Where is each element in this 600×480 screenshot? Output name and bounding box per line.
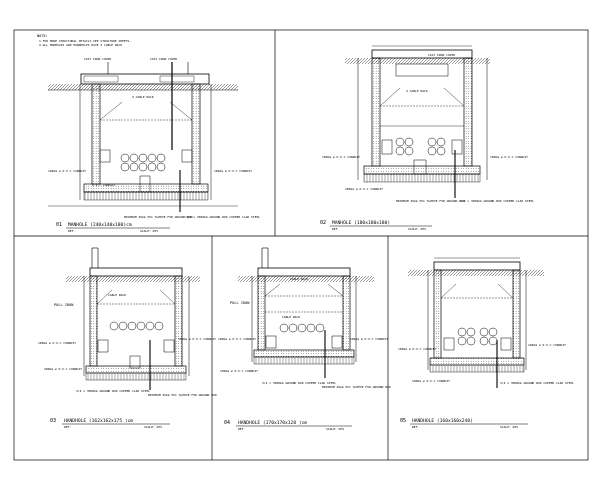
p2-pvc-conduit-label: 200mm ø P.V.C CONDUIT	[345, 187, 383, 191]
p4-pvc-conduit-label: 100mm ø P.V.C CONDUIT	[220, 369, 258, 373]
p2-conduit-left-label: 100mm ø P.V.C CONDUIT	[322, 155, 360, 159]
p4-ref: REF.	[238, 427, 245, 431]
p5-detail-number: 05	[400, 418, 406, 424]
panel-02-manhole-detail: CAST IRON COVER 4 CABLE RACK 100mm ø P.V…	[320, 45, 534, 231]
p3-detail-title: HANDHOLE (162x162x175 )cm	[64, 418, 133, 424]
p5-detail-title: HANDHOLE (160x160x240)	[412, 418, 473, 424]
p4-rod-label: 3/4 x 3000mm GROUND ROD COPPER CLAD STEE…	[262, 381, 336, 385]
p4-conduit-right-label: 100mm ø P.V.C CONDUIT	[350, 337, 388, 341]
p5-scale: SCALE: NTS	[500, 425, 518, 429]
p5-rod-label: 3/4 x 3000mm GROUND ROD COPPER CLAD STEE…	[500, 381, 574, 385]
p2-scale: SCALE: NTS	[408, 227, 426, 231]
p1-pvc-conduit-label: P.V.C CONDUIT	[92, 183, 116, 187]
p1-rack-label: 4 CABLE RACK	[132, 95, 154, 99]
p3-scale: SCALE: NTS	[144, 425, 162, 429]
p4-rack-mid-label: CABLE RACK	[282, 315, 300, 319]
p1-rod-label: 3/4 x 3000mm GROUND ROD COPPER CLAD STEE…	[186, 215, 260, 219]
p1-ref: REF.	[68, 229, 75, 233]
p4-sleeve-label: MINIMUM 25mm PVC SLEEVE FOR GROUND ROD	[322, 385, 391, 389]
p5-conduit-right-label: 100mm ø P.V.C CONDUIT	[528, 343, 566, 347]
p1-conduit-left-label: 100mm ø P.V.C CONDUIT	[48, 169, 86, 173]
p4-rack-top-label: CABLE RACK	[290, 277, 308, 281]
p3-detail-number: 03	[50, 418, 56, 424]
note-line-1: 1.FOR MORE STRUCTURAL DETAILS SEE STRUCT…	[39, 39, 131, 43]
p3-pvc-conduit-label: 200mm ø P.V.C CONDUIT	[44, 367, 82, 371]
p3-sleeve-label: MINIMUM 25mm PVC SLEEVE FOR GROUND ROD	[148, 393, 217, 397]
note-heading: NOTE:	[37, 34, 48, 38]
p2-cover-label: CAST IRON COVER	[428, 53, 455, 57]
p4-pull-iron-label: PULL IRON	[230, 301, 249, 305]
p3-conduit-right-label: 100mm ø P.V.C CONDUIT	[178, 337, 216, 341]
p5-ref: REF.	[412, 425, 419, 429]
p3-conduit-left-label: 100mm ø P.V.C CONDUIT	[38, 341, 76, 345]
p4-conduit-left-label: 100mm ø P.V.C CONDUIT	[218, 337, 256, 341]
panel-04-handhole-detail: CABLE RACK CABLE RACK PULL IRON 100mm ø …	[218, 247, 391, 431]
p1-sleeve-label: MINIMUM 25mm PVC SLEEVE FOR GROUND ROD	[124, 215, 193, 219]
p1-detail-number: 01	[56, 222, 62, 228]
p2-rack-label: 4 CABLE RACK	[406, 89, 428, 93]
panel-01-manhole-detail: CAST IRON COVER CAST IRON COVER 4 CABLE …	[48, 57, 260, 233]
p3-pull-iron-label: PULL IRON	[54, 303, 73, 307]
p3-ref: REF.	[64, 425, 71, 429]
p4-scale: SCALE: NTS	[326, 427, 344, 431]
sheet-border	[13, 29, 589, 461]
p1-conduit-right-label: 100mm ø P.V.C CONDUIT	[214, 169, 252, 173]
p4-detail-number: 04	[224, 420, 230, 426]
p3-rod-label: 3/4 x 3000mm GROUND ROD COPPER CLAD STEE…	[76, 389, 150, 393]
p5-pvc-conduit-label: 100mm ø P.V.C CONDUIT	[412, 379, 450, 383]
p2-detail-number: 02	[320, 220, 326, 226]
p2-conduit-right-label: 100mm ø P.V.C CONDUIT	[490, 155, 528, 159]
note-line-2: 2.ALL MANHOLES AND HANDHOLES HAVE 4 CABL…	[39, 43, 122, 47]
p3-rack-label: CABLE RACK	[108, 293, 126, 297]
panel-05-handhole-detail: 100mm ø P.V.C CONDUIT 100mm ø P.V.C COND…	[398, 257, 574, 429]
p1-cover-right-label: CAST IRON COVER	[150, 57, 177, 61]
p1-cover-left-label: CAST IRON COVER	[84, 57, 111, 61]
p4-detail-title: HANDHOLE (170x170x120 )cm	[238, 420, 307, 426]
p2-rod-label: 3/4 x 3000mm GROUND ROD COPPER CLAD STEE…	[460, 199, 534, 203]
p2-detail-title: MANHOLE (180x180x180)	[332, 220, 390, 226]
p1-scale: SCALE: NTS	[140, 229, 158, 233]
panel-03-handhole-detail: CABLE RACK PULL IRON 100mm ø P.V.C CONDU…	[38, 247, 217, 429]
p2-sleeve-label: MINIMUM 25mm PVC SLEEVE FOR GROUND ROD	[396, 199, 465, 203]
p1-detail-title: MANHOLE (240x140x180)cm	[68, 222, 132, 228]
note-block: NOTE: 1.FOR MORE STRUCTURAL DETAILS SEE …	[37, 34, 131, 47]
p5-conduit-left-label: 100mm ø P.V.C CONDUIT	[398, 347, 436, 351]
p2-ref: REF.	[332, 227, 339, 231]
